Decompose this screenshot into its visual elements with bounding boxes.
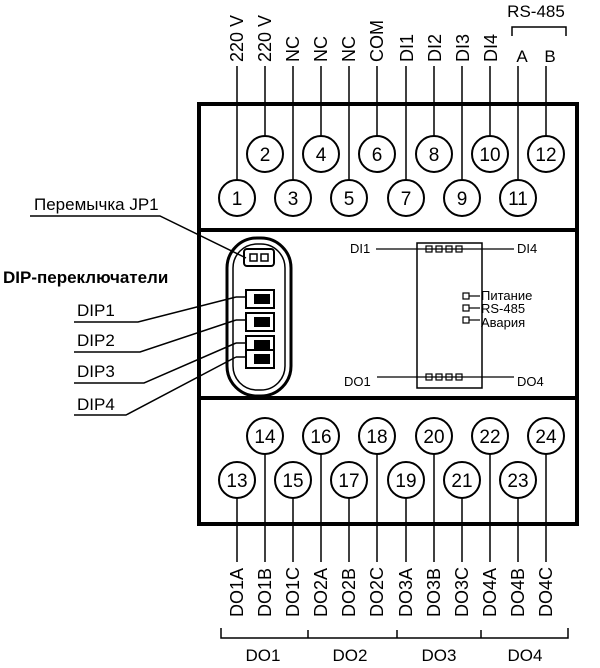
terminal-label: DI1 — [397, 34, 417, 62]
status-labels: Питание RS-485 Авария — [481, 288, 532, 330]
rs485-title: RS-485 — [507, 2, 565, 21]
terminal-number: 17 — [338, 471, 359, 492]
terminal-number: 11 — [508, 189, 528, 210]
dip-label: DIP2 — [77, 331, 115, 350]
top-terminals — [218, 135, 565, 217]
do-end-label: DO4 — [517, 374, 544, 389]
terminal-number: 23 — [507, 471, 528, 492]
terminal-number: 1 — [232, 189, 243, 210]
terminal-label: A — [516, 47, 528, 66]
terminal-number: 15 — [282, 471, 303, 492]
status-label-power: Питание — [481, 288, 532, 303]
do-start-label: DO1 — [344, 374, 371, 389]
terminal-number: 4 — [316, 145, 327, 166]
terminal-label: B — [544, 47, 555, 66]
terminal-number: 6 — [372, 145, 383, 166]
bottom-terminal-labels: DO1A DO1B DO1C DO2A DO2B DO2C DO3A DO3B … — [227, 567, 556, 617]
terminal-number: 16 — [310, 427, 331, 448]
terminal-number: 14 — [254, 427, 276, 448]
terminal-number: 24 — [535, 427, 557, 448]
status-leds — [462, 292, 470, 324]
terminal-label: DO4C — [536, 567, 556, 617]
terminal-number: 9 — [457, 189, 468, 210]
bottom-terminal-numbers: 14 16 18 20 22 24 13 15 17 19 21 23 — [226, 427, 557, 492]
terminal-number: 12 — [535, 145, 556, 166]
terminal-label: DO2B — [339, 568, 359, 617]
bottom-leader-lines — [236, 436, 547, 562]
bottom-terminals — [218, 417, 565, 499]
jumper-leader — [30, 215, 247, 259]
group-label: DO4 — [508, 646, 543, 665]
terminal-number: 20 — [423, 427, 444, 448]
dip-leaders — [74, 296, 237, 416]
terminal-label: DO3A — [396, 568, 416, 617]
terminal-number: 18 — [366, 427, 387, 448]
indicator-panel — [416, 242, 483, 389]
terminal-number: 3 — [288, 189, 299, 210]
terminal-label: NC — [339, 36, 359, 62]
dip-switch-4 — [236, 349, 275, 369]
terminal-label: DO4A — [480, 568, 500, 617]
terminal-label: DI2 — [425, 34, 445, 62]
terminal-label: DO1A — [227, 568, 247, 617]
rs485-bracket — [511, 26, 567, 36]
dip-switch-1 — [236, 289, 275, 309]
group-label: DO1 — [246, 646, 281, 665]
dip-label: DIP3 — [77, 362, 115, 381]
terminal-number: 13 — [226, 471, 247, 492]
group-label: DO3 — [422, 646, 457, 665]
dip-switch-2 — [236, 312, 275, 332]
terminal-number: 8 — [429, 145, 440, 166]
status-label-rs485: RS-485 — [481, 301, 525, 316]
status-leaders — [469, 295, 480, 321]
terminal-label: DO4B — [508, 568, 528, 617]
terminal-number: 10 — [479, 145, 500, 166]
terminal-label: 220 V — [255, 15, 275, 62]
terminal-number: 19 — [395, 471, 416, 492]
dip-switches — [236, 289, 275, 369]
jumper-label: Перемычка JP1 — [34, 195, 159, 214]
terminal-label: DO1C — [283, 567, 303, 617]
terminal-number: 22 — [479, 427, 500, 448]
terminal-label: 220 V — [227, 15, 247, 62]
terminal-number: 5 — [344, 189, 355, 210]
terminal-label: DO3B — [424, 568, 444, 617]
terminal-label: DO2A — [311, 568, 331, 617]
group-label: DO2 — [333, 646, 368, 665]
top-leader-lines — [236, 66, 547, 180]
dip-title: DIP-переключатели — [3, 268, 168, 287]
terminal-label: DO1B — [255, 568, 275, 617]
dip-housing — [225, 236, 293, 398]
device-body — [197, 102, 579, 526]
top-terminal-labels: 220 V 220 V NC NC NC COM DI1 DI2 DI3 DI4… — [227, 2, 567, 66]
jumper-jp1 — [243, 248, 275, 267]
terminal-label: COM — [367, 20, 387, 62]
dip-label: DIP4 — [77, 395, 115, 414]
terminal-number: 7 — [401, 189, 412, 210]
terminal-label: DO2C — [367, 567, 387, 617]
terminal-number: 2 — [260, 145, 271, 166]
group-brackets — [220, 628, 569, 639]
terminal-label: DI3 — [453, 34, 473, 62]
top-terminal-numbers: 2 4 6 8 10 12 1 3 5 7 9 11 — [232, 145, 557, 210]
di-end-label: DI4 — [517, 241, 537, 256]
terminal-label: DI4 — [481, 34, 501, 62]
terminal-number: 21 — [451, 471, 472, 492]
terminal-label: NC — [283, 36, 303, 62]
dip-label: DIP1 — [77, 301, 115, 320]
status-label-alarm: Авария — [481, 315, 525, 330]
dip-labels: DIP1 DIP2 DIP3 DIP4 — [77, 301, 115, 414]
group-labels: DO1 DO2 DO3 DO4 — [246, 646, 543, 665]
di-start-label: DI1 — [350, 241, 370, 256]
terminal-label: NC — [311, 36, 331, 62]
terminal-label: DO3C — [452, 567, 472, 617]
